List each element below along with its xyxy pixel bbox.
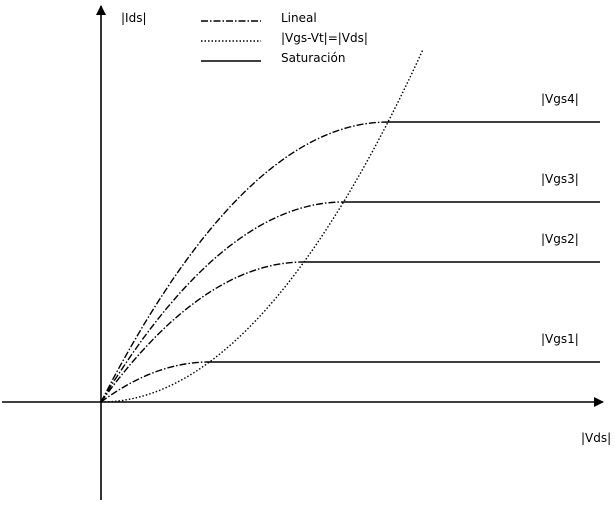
curve-label-1: |Vgs1| [541,332,579,346]
linear-curve-2 [100,261,304,403]
legend-saturacion-label: Saturación [281,51,345,65]
x-axis-label: |Vds| [581,431,611,445]
linear-curve-4 [100,121,389,403]
curve-label-4: |Vgs4| [541,92,579,106]
boundary-curve [101,49,424,403]
curves-layer: |Vgs1| |Vgs2| |Vgs3| |Vgs4| [100,49,600,403]
legend-lineal-label: Lineal [281,11,317,25]
linear-curve-1 [100,361,210,403]
y-axis-label: |Ids| [121,11,147,25]
linear-curve-3 [100,201,344,403]
legend: Lineal |Vgs-Vt|=|Vds| Saturación [201,11,368,65]
curve-label-3: |Vgs3| [541,172,579,186]
legend-boundary-label: |Vgs-Vt|=|Vds| [281,31,368,45]
curve-label-2: |Vgs2| [541,232,579,246]
